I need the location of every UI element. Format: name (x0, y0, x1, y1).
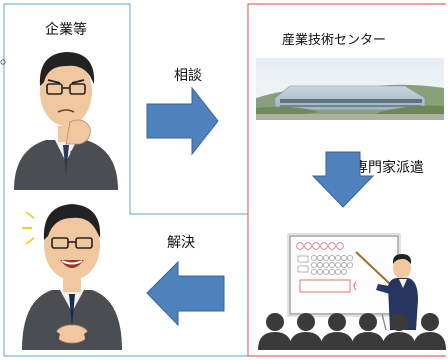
company-label: 企業等 (45, 21, 87, 38)
company-box-outline (3, 3, 248, 357)
consult-label: 相談 (174, 68, 202, 84)
lecture-presentation-icon (258, 233, 446, 350)
building-photo (256, 58, 444, 120)
center-label: 産業技術センター (282, 32, 386, 48)
solve-label: 解決 (167, 235, 195, 251)
worried-businessman-icon (14, 52, 118, 190)
solve-arrow (146, 260, 225, 327)
center-box-outline (247, 3, 446, 357)
dispatch-arrow (311, 151, 375, 208)
dispatch-label: 専門家派遣 (354, 159, 424, 176)
bullet-icon (0, 59, 6, 65)
happy-businessman-icon (22, 204, 122, 350)
consult-arrow (146, 86, 219, 156)
